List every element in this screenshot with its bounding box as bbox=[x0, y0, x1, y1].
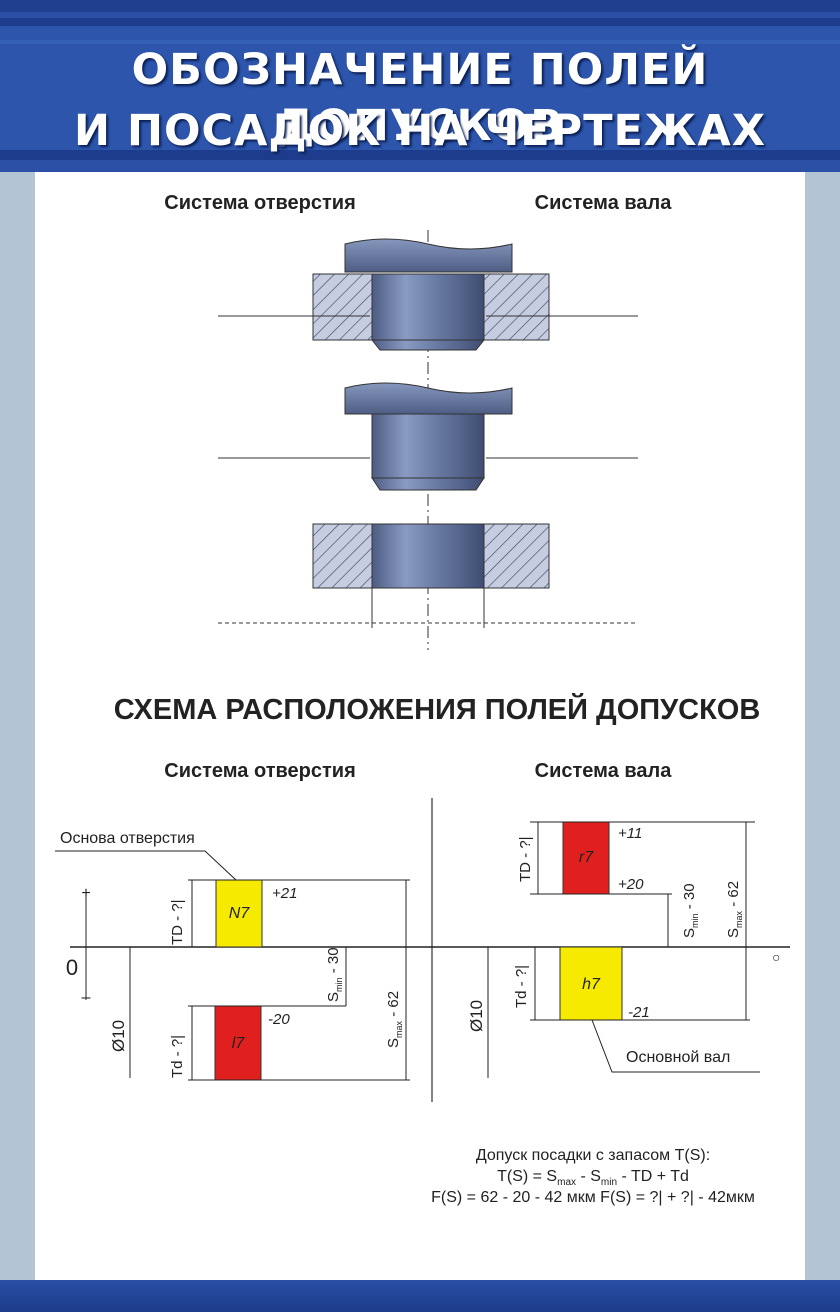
formula-line1: Допуск посадки с запасом T(S): bbox=[476, 1147, 710, 1164]
page-title-line2: И ПОСАДОК НА ЧЕРТЕЖАХ bbox=[74, 106, 766, 156]
top-label-shaft-system: Система вала bbox=[535, 192, 673, 214]
callout-shaft-leader bbox=[591, 1019, 760, 1073]
zero-label: 0 bbox=[66, 955, 78, 980]
field-n7-label: N7 bbox=[229, 905, 251, 922]
td-small-right: Td - ?| bbox=[513, 965, 530, 1008]
field-l7-label: l7 bbox=[232, 1035, 246, 1052]
scheme-label-shaft-system: Система вала bbox=[535, 760, 673, 782]
header-banner: ОБОЗНАЧЕНИЕ ПОЛЕЙ ДОПУСКОВ И ПОСАДОК НА … bbox=[0, 0, 840, 172]
right-border bbox=[805, 0, 840, 1312]
hole-system-scheme: Основа отверстия + – 0 Ø10 N7 +21 TD - ?… bbox=[55, 830, 410, 1081]
shaft-chamfer-assembled bbox=[370, 339, 486, 351]
content-panel bbox=[35, 172, 805, 1280]
scheme-label-hole-system: Система отверстия bbox=[164, 760, 356, 782]
field-l7 bbox=[214, 1005, 262, 1081]
top-label-hole-system: Система отверстия bbox=[164, 192, 356, 214]
header-stripe bbox=[0, 40, 840, 44]
footer-band bbox=[0, 1280, 840, 1312]
callout-hole-leader bbox=[55, 850, 237, 881]
left-border bbox=[0, 0, 35, 1312]
scheme-heading: СХЕМА РАСПОЛОЖЕНИЯ ПОЛЕЙ ДОПУСКОВ bbox=[114, 692, 761, 726]
field-h7-value: -21 bbox=[628, 1004, 650, 1021]
smin-left: Smin - 30 bbox=[325, 947, 344, 1002]
hole-interior bbox=[371, 523, 485, 589]
formula-line2: T(S) = Smax - Smin - TD + Td bbox=[497, 1168, 689, 1188]
callout-hole-basis: Основа отверстия bbox=[60, 830, 195, 847]
plus-sign: + bbox=[81, 885, 90, 902]
assembly-shaft-in-hole bbox=[218, 238, 638, 351]
plate-with-hole bbox=[218, 523, 638, 628]
shaft-head-assembled bbox=[344, 238, 513, 273]
callout-shaft-basis: Основной вал bbox=[626, 1049, 730, 1066]
field-r7-top: +11 bbox=[618, 825, 642, 842]
td-label-left: TD - ?| bbox=[169, 899, 186, 945]
shaft-head bbox=[344, 382, 513, 415]
shaft-chamfer bbox=[371, 477, 485, 491]
field-h7 bbox=[559, 946, 623, 1021]
diameter-left: Ø10 bbox=[109, 1020, 128, 1052]
smax-left: Smax - 62 bbox=[385, 991, 404, 1048]
field-h7-label: h7 bbox=[582, 976, 601, 993]
shaft-part bbox=[218, 382, 638, 491]
circle-mark: ○ bbox=[772, 949, 780, 965]
field-n7-value: +21 bbox=[272, 885, 297, 902]
smin-right: Smin - 30 bbox=[681, 883, 700, 938]
minus-sign: – bbox=[82, 989, 91, 1006]
td-label-right: TD - ?| bbox=[517, 836, 534, 882]
formula-line3: F(S) = 62 - 20 - 42 мкм F(S) = ?| + ?| -… bbox=[431, 1189, 755, 1206]
smax-right: Smax - 62 bbox=[725, 881, 744, 938]
td-small-left: Td - ?| bbox=[169, 1035, 186, 1078]
field-r7-bottom: +20 bbox=[618, 876, 644, 893]
diameter-right: Ø10 bbox=[467, 1000, 486, 1032]
field-r7-label: r7 bbox=[579, 849, 594, 866]
shaft-body bbox=[371, 413, 485, 479]
shaft-system-scheme: r7 +11 +20 TD - ?| Smin - 30 Smax - 62 ○… bbox=[467, 821, 780, 1078]
field-r7 bbox=[562, 821, 610, 895]
shaft-body-assembled bbox=[371, 273, 485, 341]
field-n7 bbox=[215, 879, 263, 948]
field-l7-value: -20 bbox=[268, 1011, 290, 1028]
page-title-line1: ОБОЗНАЧЕНИЕ ПОЛЕЙ ДОПУСКОВ bbox=[131, 45, 709, 151]
